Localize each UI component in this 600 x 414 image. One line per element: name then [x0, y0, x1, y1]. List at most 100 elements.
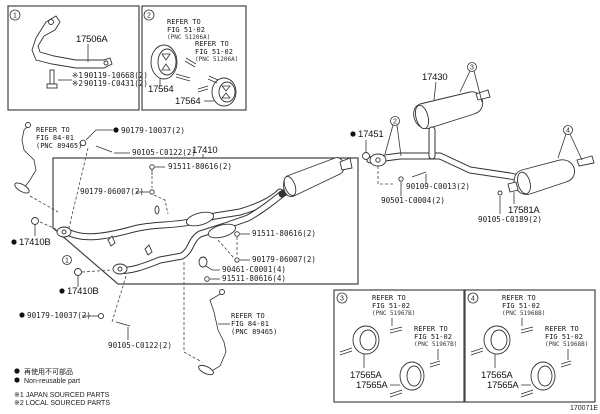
- catalytic-converter-icon: [185, 211, 215, 227]
- hanger-hole: [161, 53, 171, 71]
- rear-assembly: 17430 17451 2 3 4 90501-C: [350, 62, 595, 224]
- gasket-icon: [31, 217, 39, 225]
- part-label-90119-10668[interactable]: 90119-10668(2): [84, 71, 148, 80]
- part-label-17565A[interactable]: 17565A: [481, 370, 514, 381]
- part-label-17581A[interactable]: 17581A: [508, 205, 541, 216]
- part-label-90501-C0004[interactable]: 90501-C0004(2): [381, 196, 445, 205]
- callout-2[interactable]: [390, 116, 400, 126]
- callout-3-number: 3: [470, 65, 474, 72]
- dashed-guide: [377, 166, 395, 185]
- inset-3-frame: [333, 289, 465, 403]
- part-label-17506A[interactable]: 17506A: [76, 34, 109, 45]
- leader-line: [205, 265, 220, 271]
- figure-id: 170071E: [570, 405, 598, 412]
- inset-1-badge: [9, 9, 21, 21]
- hanger-rod: [175, 73, 191, 82]
- rubber-hanger-inner: [359, 329, 377, 351]
- part-label-90179-06007[interactable]: 90179-06007(2): [80, 187, 144, 196]
- hanger-rod: [197, 85, 209, 93]
- part-label-90179-10037[interactable]: 90179-10037(2): [27, 311, 91, 320]
- part-label-90179-06007[interactable]: 90179-06007(2): [252, 255, 316, 264]
- part-label-17410B[interactable]: 17410B: [19, 237, 51, 248]
- gasket-small: [154, 205, 160, 215]
- part-label-90105-C0189[interactable]: 90105-C0189(2): [478, 215, 542, 224]
- nonreusable-dot: [113, 127, 119, 133]
- dashed-guide: [217, 237, 238, 259]
- part-label-91511-80616[interactable]: 91511-80616(2): [168, 162, 232, 171]
- center-muffler-icon: [283, 157, 345, 197]
- dashed-guide: [81, 269, 113, 273]
- leader-line: [433, 81, 437, 101]
- part-label-91511-80616[interactable]: 91511-80616(2): [252, 229, 316, 238]
- refer-fig-link[interactable]: FIG 51-02: [414, 333, 452, 341]
- part-label-17410[interactable]: 17410: [192, 145, 218, 156]
- refer-text: REFER TO: [372, 294, 406, 302]
- hanger-rod: [520, 389, 534, 398]
- refer-fig-link[interactable]: FIG 51-02: [372, 302, 410, 310]
- callout-1[interactable]: [62, 255, 72, 265]
- legend-nonreusable-en: Non-reusable part: [24, 378, 80, 385]
- callout-4[interactable]: [563, 125, 573, 135]
- part-label-90105-C0122[interactable]: 90105-C0122(2): [108, 341, 172, 350]
- rubber-hanger-inner: [157, 48, 177, 76]
- part-label-90109-C0013[interactable]: 90109-C0013(2): [406, 182, 470, 191]
- callout-1-number: 1: [65, 258, 69, 265]
- refer-text: REFER TO: [231, 312, 265, 320]
- hanger-clip: [144, 244, 153, 256]
- callout-3[interactable]: [467, 62, 477, 72]
- part-label-17565A[interactable]: 17565A: [350, 370, 383, 381]
- part-label-17565A[interactable]: 17565A: [487, 380, 520, 391]
- part-label-90461-C0001[interactable]: 90461-C0001(4): [222, 265, 286, 274]
- dashed-guide: [29, 195, 59, 213]
- refer-text: REFER TO: [545, 325, 579, 333]
- part-label-17451[interactable]: 17451: [358, 129, 384, 140]
- bolt-head: [46, 83, 58, 89]
- nut-icon: [234, 257, 240, 263]
- refer-text: REFER TO: [36, 126, 70, 134]
- refer-pnc: (PNC 89465): [231, 328, 277, 336]
- refer-pnc: (PNC 89465): [36, 142, 82, 150]
- rubber-hanger-inner: [218, 81, 236, 103]
- refer-fig-link[interactable]: FIG 51-02: [195, 48, 233, 56]
- nonreusable-dot: [350, 131, 356, 137]
- sensor-plug: [219, 289, 225, 295]
- part-label-17564[interactable]: 17564: [148, 84, 174, 95]
- inset-2-number: 2: [147, 13, 151, 20]
- front-pipe-lower-inner: [115, 191, 285, 273]
- refer-fig-link[interactable]: FIG 51-02: [502, 302, 540, 310]
- front-pipe-upper-inner: [61, 189, 283, 240]
- refer-fig-link[interactable]: FIG 84-01: [36, 134, 74, 142]
- leader-line: [363, 318, 439, 386]
- hanger-rod: [184, 57, 197, 68]
- part-label-17430[interactable]: 17430: [422, 72, 448, 83]
- refer-pnc: (PNC 51967B): [414, 341, 457, 348]
- mark-local: ※2: [72, 79, 83, 88]
- refer-text: REFER TO: [502, 294, 536, 302]
- part-label-90105-C0122[interactable]: 90105-C0122(2): [132, 148, 196, 157]
- bracket-icon: [507, 181, 519, 193]
- flange-hole: [117, 266, 123, 272]
- inset-4-number: 4: [471, 296, 475, 303]
- inset-2-frame: [141, 5, 247, 111]
- refer-fig-link[interactable]: FIG 51-02: [167, 26, 205, 34]
- part-label-17565A[interactable]: 17565A: [356, 380, 389, 391]
- mark-japan: ※1: [72, 71, 83, 80]
- part-label-91511-80616[interactable]: 91511-80616(4): [222, 274, 286, 283]
- part-label-90179-10037[interactable]: 90179-10037(2): [121, 126, 185, 135]
- dashed-guide: [67, 147, 89, 233]
- part-label-17410B[interactable]: 17410B: [67, 286, 99, 297]
- muffler-end: [414, 104, 430, 130]
- part-label-90119-C0431[interactable]: 90119-C0431(2): [84, 79, 148, 88]
- hanger-hole: [221, 85, 231, 99]
- inset-4: 4 REFER TO FIG 51-02 (PNC 51968B) REFER …: [464, 289, 596, 403]
- inset-2-badge: [143, 9, 155, 21]
- inset-1-number: 1: [13, 13, 17, 20]
- refer-fig-link[interactable]: FIG 84-01: [231, 320, 269, 328]
- part-label-17564[interactable]: 17564: [175, 96, 201, 107]
- refer-text: REFER TO: [167, 18, 201, 26]
- refer-fig-link[interactable]: FIG 51-02: [545, 333, 583, 341]
- bolt-icon: [234, 231, 240, 237]
- dashed-guide: [151, 176, 169, 215]
- nut-icon: [149, 189, 155, 195]
- legend: 再使用不可部品 Non-reusable part ※1 JAPAN SOURC…: [14, 367, 110, 407]
